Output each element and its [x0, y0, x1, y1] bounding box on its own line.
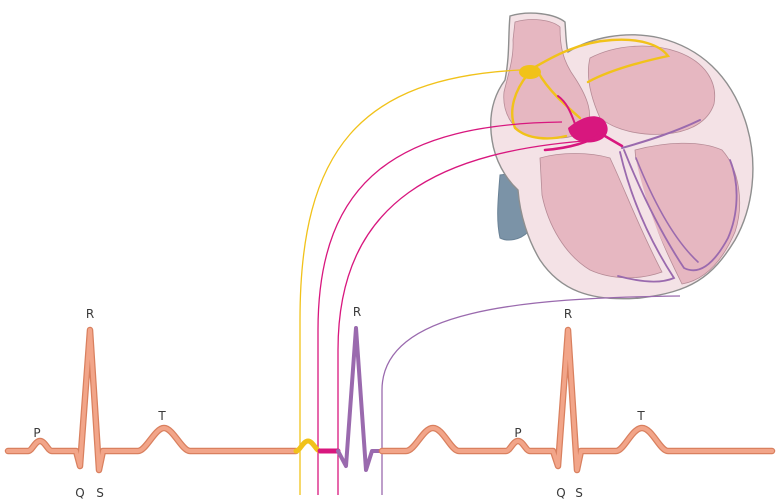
label-q-beat-2: Q — [556, 486, 565, 500]
label-r-middle: R — [353, 305, 361, 319]
ecg-labels: P R T Q S R P R T Q S — [33, 305, 645, 500]
connector-sa-node — [300, 70, 520, 495]
label-t-beat-1: T — [157, 409, 166, 423]
label-r-beat-2: R — [564, 307, 572, 321]
ecg-trace-beat-2-fill — [382, 330, 772, 470]
ecg-trace-beat-1-fill — [8, 330, 296, 470]
label-q-beat-1: Q — [75, 486, 84, 500]
sa-node — [519, 65, 541, 79]
label-p-beat-1: P — [33, 426, 40, 440]
label-t-beat-2: T — [636, 409, 645, 423]
ecg-strip — [8, 328, 772, 470]
label-s-beat-2: S — [575, 486, 583, 500]
label-r-beat-1: R — [86, 307, 94, 321]
label-s-beat-1: S — [96, 486, 104, 500]
label-p-beat-2: P — [514, 426, 521, 440]
connector-purkinje — [382, 296, 680, 495]
ecg-qrs-ventricular — [338, 328, 382, 470]
